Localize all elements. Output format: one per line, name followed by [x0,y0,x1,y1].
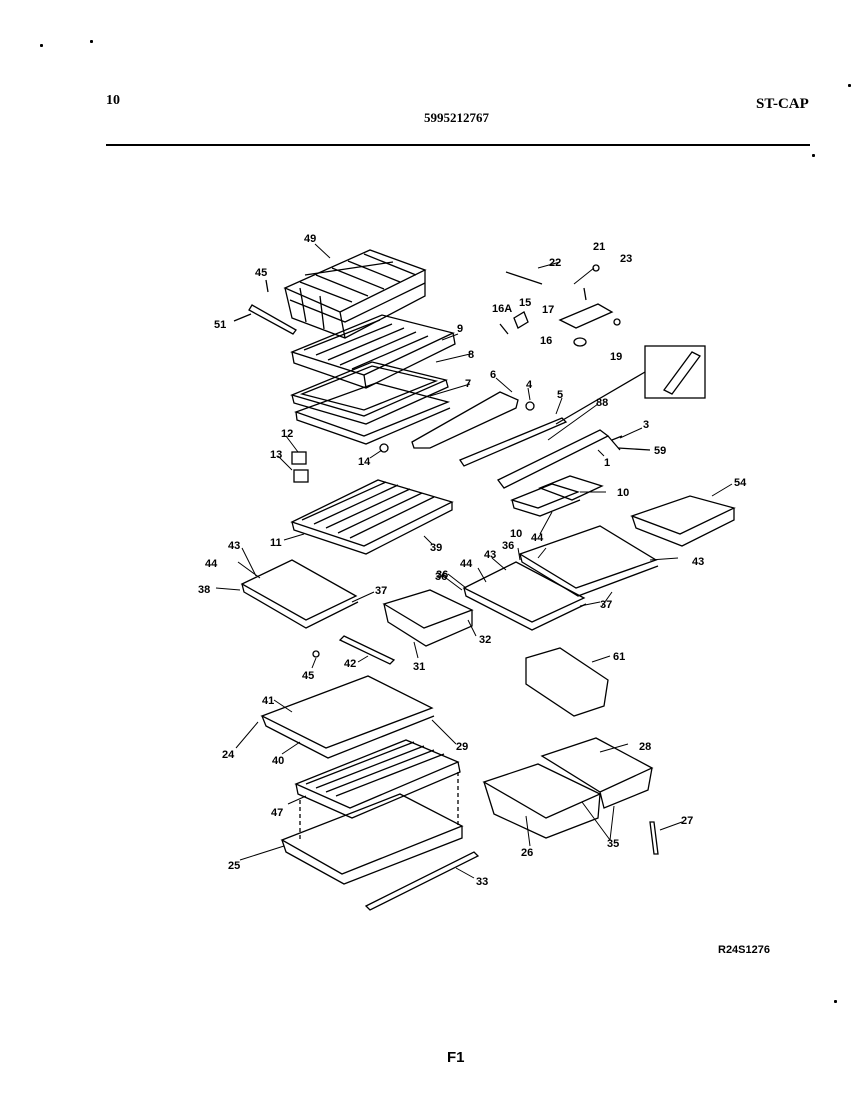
callout: 23 [620,253,632,265]
callout: 59 [654,445,666,457]
callout: 38 [198,584,210,596]
scan-speck [834,1000,837,1003]
callout: 3 [643,419,649,431]
callout: 45 [302,670,314,682]
deli-drawer [482,763,602,839]
callout: 28 [639,741,651,753]
slide-rail [459,417,568,467]
scan-speck [90,40,93,43]
callout: 22 [549,257,561,269]
callout: 21 [593,241,605,253]
leader-lines [215,243,733,879]
callout: 43 [228,540,240,552]
bin-bracket [525,647,609,717]
callout: 88 [596,397,608,409]
callout: 11 [270,537,282,549]
callout: 4 [526,379,533,391]
callout: 43 [484,549,496,561]
callout: 51 [214,319,226,331]
callout: 61 [613,651,625,663]
callout: 47 [271,807,283,819]
callout: 8 [468,349,474,361]
callout: 16 [540,335,552,347]
scan-speck [812,154,815,157]
callout: 35 [607,838,619,850]
callout: 7 [465,378,471,390]
reference-code: R24S1276 [718,944,770,956]
part-number: 5995212767 [424,110,489,125]
crisper-frame [280,793,464,885]
callout: 36 [435,571,447,583]
callout: 32 [479,634,491,646]
control-assembly [499,264,621,347]
callout: 19 [610,351,622,363]
meat-drawer [540,737,654,809]
glass-shelf [290,314,456,389]
shelf-plate [294,382,451,445]
glass-shelf-left [240,559,359,629]
callout: 36 [502,540,514,552]
callout: 37 [600,599,612,611]
glass-shelf-large [260,675,435,759]
callout: 13 [270,449,282,461]
callout: 9 [457,323,463,335]
callout: 41 [262,695,274,707]
wire-basket [283,249,427,339]
callout: 1 [604,457,610,469]
callout: 44 [460,558,473,570]
callout: 54 [734,477,747,489]
crisper-small [382,589,474,647]
callout: 42 [344,658,356,670]
callout: 33 [476,876,488,888]
callout: 49 [304,233,316,245]
glass-shelf-mid [462,561,587,631]
callout: 5 [557,389,563,401]
shelf-bracket [233,279,297,335]
door-bin [630,495,736,547]
header-rule [106,144,810,146]
callout: 15 [519,297,531,309]
wire-shelf [290,479,454,555]
tube-rail [497,429,610,489]
figure-label: F1 [447,1049,465,1066]
callout-labels: 49 45 51 22 21 23 16A 15 17 16 19 9 8 7 … [198,233,747,888]
callout: 26 [521,847,533,859]
callout: 17 [542,304,554,316]
callout: 16A [492,303,512,315]
drawer-rail [364,851,480,911]
callout: 39 [430,542,442,554]
callout: 25 [228,860,240,872]
callout: 6 [490,369,496,381]
callout: 43 [692,556,704,568]
egg-tray [510,475,604,509]
callout: 10 [510,528,522,540]
model-code: ST-CAP [756,96,809,112]
callout: 12 [281,428,293,440]
shelf-rail [411,391,519,449]
callout: 40 [272,755,284,767]
callout: 37 [375,585,387,597]
callout: 14 [358,456,371,468]
callout: 45 [255,267,267,279]
callout: 29 [456,741,468,753]
callout: 24 [222,749,235,761]
callout: 44 [531,532,544,544]
scan-speck [848,84,851,87]
shelf-frame [290,361,449,425]
callout: 10 [617,487,629,499]
scan-speck [40,44,43,47]
page-number: 10 [106,93,120,108]
callout: 27 [681,815,693,827]
callout: 36 [436,569,448,581]
callout: 44 [205,558,218,570]
callout: 31 [413,661,425,673]
